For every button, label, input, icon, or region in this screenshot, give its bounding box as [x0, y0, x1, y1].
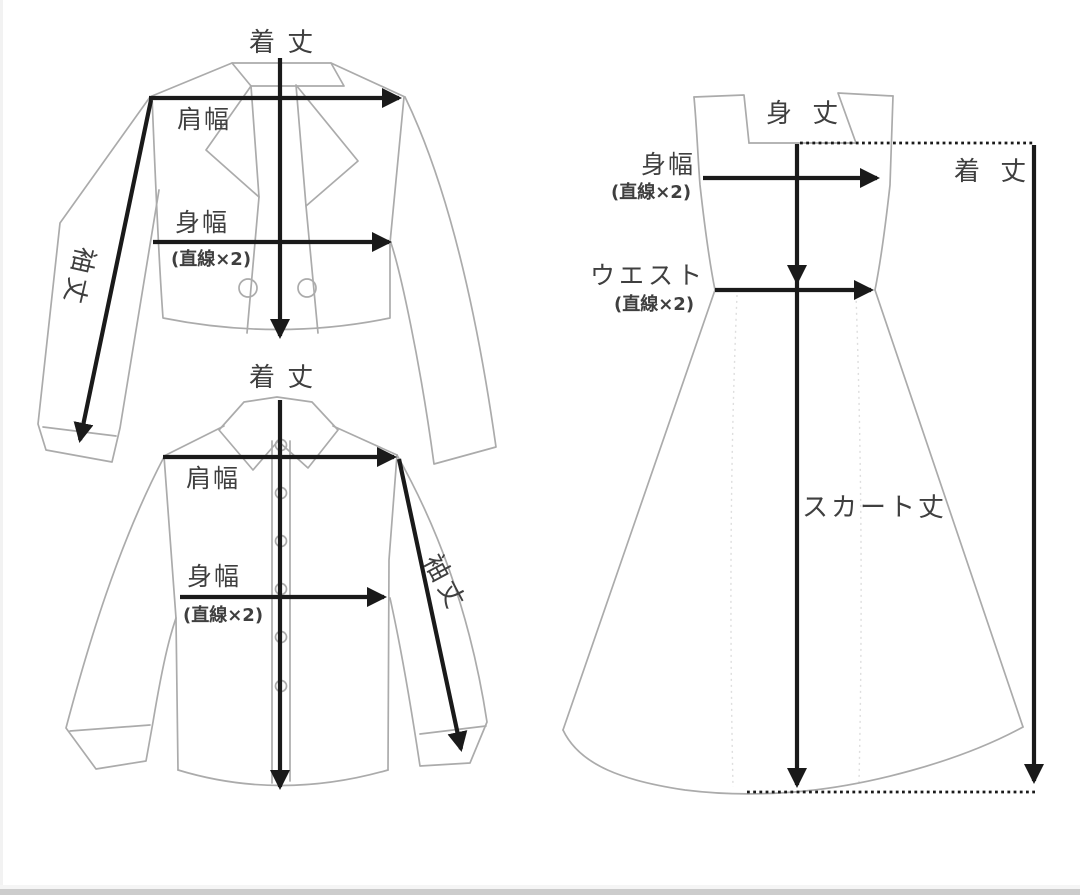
shirt-collar	[218, 396, 339, 471]
jacket-left-shoulder	[151, 62, 233, 97]
photo-bottom-bar	[0, 889, 1080, 895]
dress-right-strap	[837, 92, 894, 144]
dress-skirt-right	[874, 289, 1024, 728]
shirt-body-width-label: 身幅	[187, 562, 242, 591]
shirt-right-sleeve	[389, 454, 488, 767]
jacket-right-sleeve	[390, 96, 497, 465]
dress-waist-label: ウエスト	[590, 261, 707, 290]
jacket-sleeve-length-arrow	[73, 99, 154, 443]
jacket-collar	[231, 62, 345, 87]
dress-body-width-label: 身幅	[641, 150, 696, 179]
shirt-left-sleeve	[65, 456, 177, 770]
dress-hem	[562, 726, 1024, 795]
shirt-garment-length-label: 着 丈	[249, 363, 316, 393]
jacket-garment-length-label: 着 丈	[249, 28, 316, 58]
dress-bodice-right	[874, 95, 894, 291]
shirt-body-right	[387, 454, 398, 771]
shirt-left-shoulder	[163, 425, 225, 457]
jacket-body-width-note: (直線×2)	[171, 249, 252, 270]
photo-left-edge	[0, 0, 3, 895]
jacket-front-left-edge	[246, 196, 260, 334]
dress-skirt-left	[562, 289, 716, 731]
jacket-left-lapel	[205, 85, 260, 198]
shirt-hem	[177, 769, 389, 787]
jacket-front-right-edge	[305, 205, 319, 334]
dress-left-strap	[693, 94, 750, 144]
dress-garment-length-label: 着 丈	[954, 157, 1033, 187]
dress-skirt-length-label: スカート丈	[802, 493, 948, 523]
jacket-button-left	[238, 278, 258, 298]
shirt-drawing	[65, 396, 488, 791]
photo-bottom-line	[0, 885, 1080, 889]
shirt-body-width-note: (直線×2)	[183, 605, 264, 626]
shirt-right-cuff-seam	[419, 725, 487, 735]
shirt-body-left	[163, 455, 179, 771]
dress-body-length-label: 身 丈	[766, 99, 845, 129]
dress-drawing	[562, 92, 1045, 795]
jacket-body	[151, 95, 405, 331]
shirt-placket	[271, 440, 291, 784]
jacket-drawing	[37, 58, 497, 465]
shirt-shoulder-width-label: 肩幅	[186, 464, 241, 493]
jacket-shoulder-width-label: 肩幅	[177, 105, 232, 134]
dress-skirt-seam	[730, 294, 738, 788]
dress-bodice-left	[693, 96, 716, 291]
dress-skirt-seam	[855, 294, 862, 783]
shirt-left-cuff-seam	[69, 724, 151, 732]
jacket-right-lapel	[295, 84, 359, 207]
shirt-right-shoulder	[332, 425, 398, 456]
dress-waist-note: (直線×2)	[614, 294, 695, 315]
shirt-sleeve-length-arrow	[396, 458, 468, 752]
jacket-body-width-label: 身幅	[175, 208, 230, 237]
jacket-button-right	[297, 278, 317, 298]
dress-body-width-note: (直線×2)	[611, 182, 692, 203]
jacket-left-sleeve	[37, 96, 160, 463]
jacket-right-shoulder	[330, 62, 406, 98]
